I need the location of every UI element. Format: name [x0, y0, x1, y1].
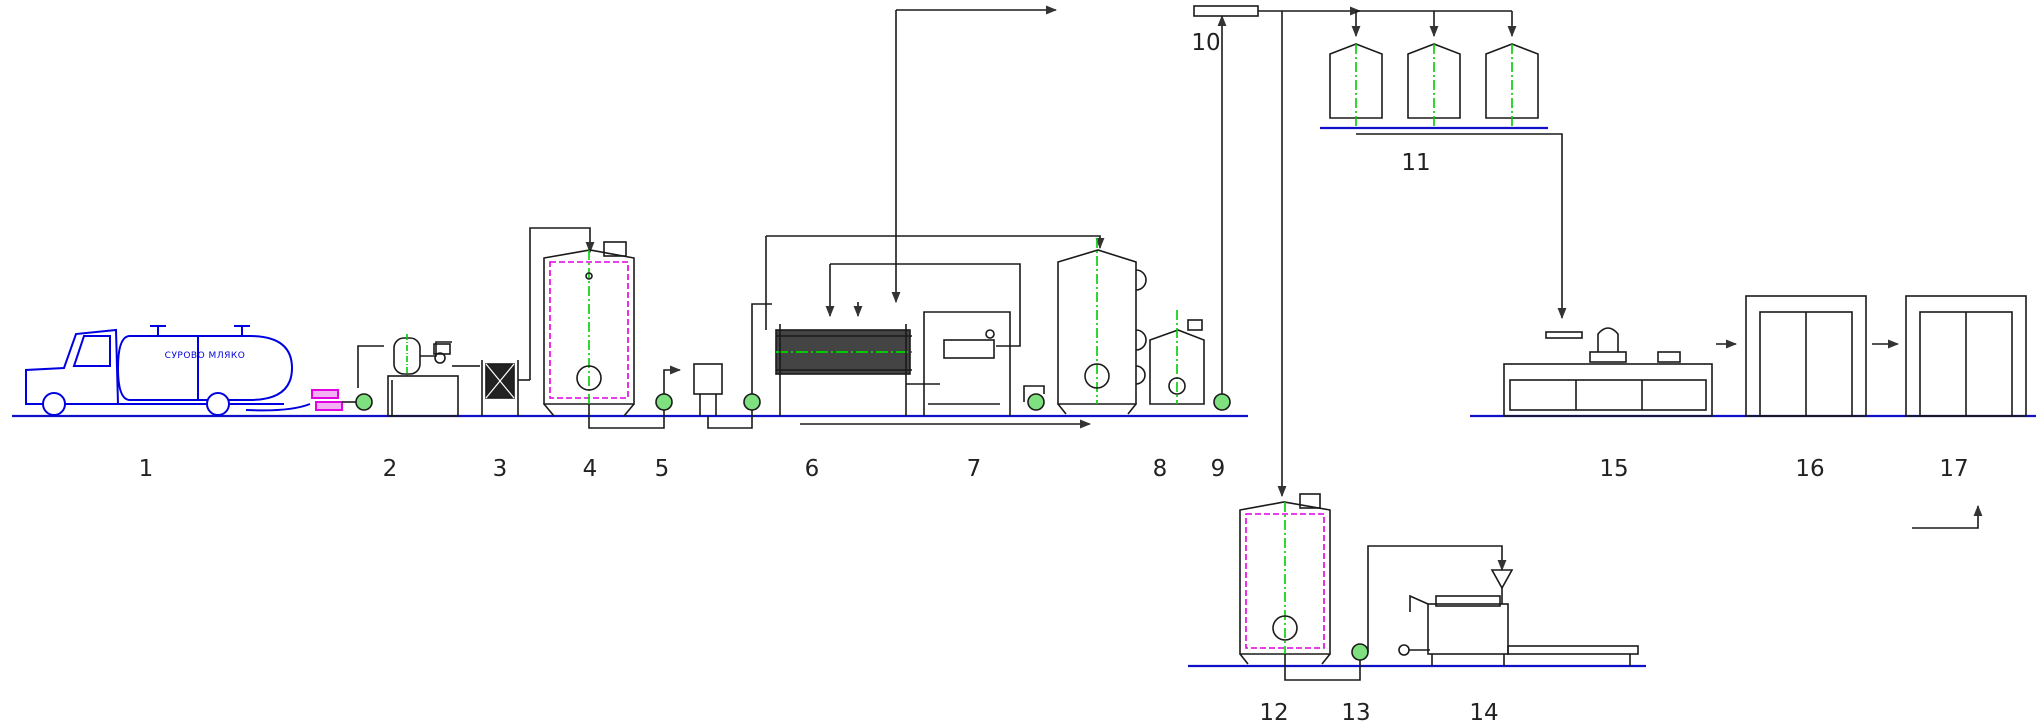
label-9: 9 [1210, 456, 1226, 482]
label-15: 15 [1599, 456, 1629, 482]
label-14: 14 [1469, 700, 1499, 726]
label-4: 4 [582, 456, 598, 482]
pasteurized-milk-tank [1057, 238, 1147, 415]
deaerator-unit [342, 334, 466, 417]
label-5: 5 [654, 456, 670, 482]
label-13: 13 [1341, 700, 1371, 726]
label-16: 16 [1795, 456, 1825, 482]
label-12: 12 [1259, 700, 1289, 726]
cooling-chamber-16 [1716, 295, 1867, 417]
label-17: 17 [1939, 456, 1969, 482]
label-8: 8 [1152, 456, 1168, 482]
label-10: 10 [1191, 30, 1221, 56]
distribution-manifold [896, 5, 1517, 498]
milk-tanker-truck [25, 325, 311, 416]
label-1: 1 [138, 456, 154, 482]
storage-tank [1239, 493, 1331, 665]
filling-pump [1284, 545, 1507, 681]
label-2: 2 [382, 456, 398, 482]
raw-milk-tank [543, 241, 635, 417]
filter-unit [466, 227, 595, 416]
holding-control-unit [923, 311, 1045, 416]
filling-machine [1398, 569, 1639, 666]
cream-tank-unit [1149, 14, 1231, 411]
storage-chamber-17 [1872, 295, 2027, 417]
packaging-line [1503, 327, 1713, 417]
corner-arrow [1912, 504, 1983, 529]
pump-and-buffer-unit [588, 363, 761, 429]
label-6: 6 [804, 456, 820, 482]
label-3: 3 [492, 456, 508, 482]
transfer-connector [311, 389, 343, 411]
fermentation-tanks [1329, 43, 1567, 320]
label-11: 11 [1401, 150, 1431, 176]
plate-heat-exchanger [751, 10, 1105, 429]
label-7: 7 [966, 456, 982, 482]
truck-tank-label: СУРОВО МЛЯКО [165, 351, 246, 361]
